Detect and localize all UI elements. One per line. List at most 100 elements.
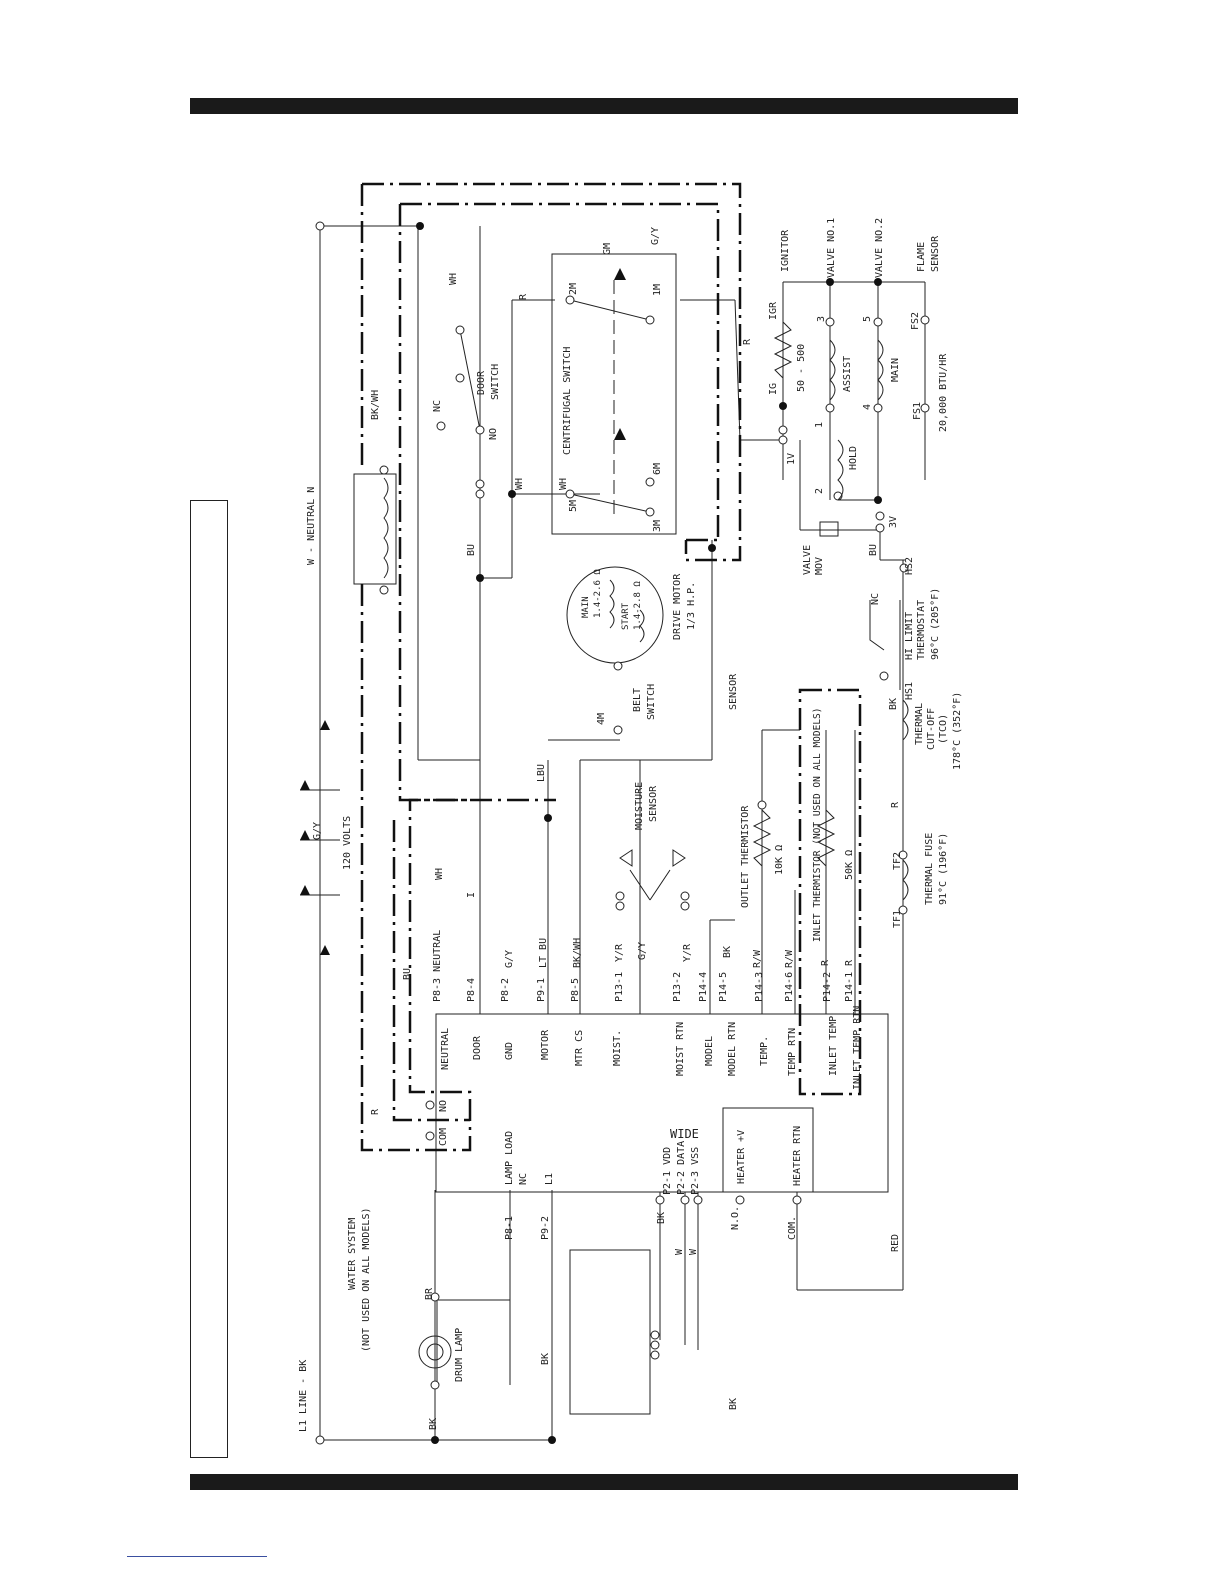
label-motor-main: MAIN (581, 596, 591, 618)
term-5m: 5M (568, 500, 579, 512)
wire-wh-3: WH (514, 478, 525, 490)
wire-r-3: R (370, 1108, 381, 1115)
label-no: NO (438, 1100, 449, 1112)
label-lamp-load: LAMP LOAD (504, 1131, 515, 1185)
pin-p13-2: P13-2 (672, 972, 683, 1002)
label-lamp-nc: NC (518, 1173, 529, 1185)
label-sensor: SENSOR (728, 673, 739, 710)
term-fs2: FS2 (910, 312, 921, 330)
label-door-switch-2: SWITCH (490, 364, 501, 400)
term-1v: 1V (786, 453, 797, 465)
wire-r-5: R (742, 338, 753, 345)
label-main: MAIN (890, 358, 901, 382)
label-inlet-temp: INLET TEMP (828, 1016, 839, 1076)
wire-bk-3: BK (428, 1418, 439, 1430)
control-board (435, 1013, 889, 1193)
thermal-fuse-symbol (902, 859, 909, 901)
label-hi-limit-2: THERMOSTAT (916, 600, 927, 660)
label-motor-main-ohm: 1.4-2.6 Ω (593, 569, 603, 618)
term-gm: GM (602, 243, 613, 255)
wire-bu-3: BU (868, 544, 879, 556)
label-120-volts: 120 VOLTS (342, 816, 353, 870)
term-1: 1 (814, 422, 825, 428)
label-motor-start-ohm: 1.4-2.8 Ω (633, 581, 643, 630)
label-water-system-1: WATER SYSTEM (347, 1218, 358, 1290)
centrifugal-switch-box (551, 253, 677, 535)
pin-p2-2: P2-2 DATA (676, 1141, 687, 1195)
label-belt-switch-1: BELT (632, 688, 643, 712)
pin-p9-2: P9-2 (540, 1216, 551, 1240)
label-tco-1: THERMAL (914, 703, 925, 745)
label-temp-rtn: TEMP RTN (787, 1028, 798, 1076)
pin-p8-4: P8-4 (466, 978, 477, 1002)
pin-p14-2: P14-2 (822, 972, 833, 1002)
wire-bu-2: BU (466, 544, 477, 556)
pin-p8-3: P8-3 NEUTRAL (432, 930, 443, 1002)
term-3m: 3M (652, 520, 663, 532)
wire-bk-4: BK (728, 1398, 739, 1410)
moisture-sensor-strips (619, 849, 686, 901)
heater-relay-box (722, 1107, 814, 1193)
pin-p14-1: P14-1 (844, 972, 855, 1002)
wire-yr-2: Y/R (682, 943, 693, 962)
inlet-thermistor-zigzag (816, 809, 836, 867)
label-temp: TEMP. (759, 1036, 770, 1066)
wire-bu-1: BU (402, 968, 413, 980)
term-hs1: HS1 (904, 682, 915, 700)
term-hs2: HS2 (904, 557, 915, 575)
label-drive-motor-2: 1/3 H.P. (686, 582, 697, 630)
inlet-thermistor-outline (798, 688, 862, 1096)
wire-gy-3: G/Y (312, 822, 323, 840)
label-gnd: GND (504, 1042, 515, 1060)
wire-w-1: W (674, 1248, 685, 1255)
term-2m: 2M (568, 283, 579, 295)
pin-p2-1: P2-1 VDD (662, 1147, 673, 1195)
label-hi-limit-1: HI LIMIT (904, 612, 915, 660)
label-hi-limit-3: 96°C (205°F) (930, 588, 941, 660)
label-outlet-thermistor: OUTLET THERMISTOR (740, 805, 751, 908)
label-drive-motor-1: DRIVE MOTOR (672, 573, 683, 640)
pin-p14-4: P14-4 (698, 972, 709, 1002)
label-inlet-thermistor: INLET THERMISTOR (NOT USED ON ALL MODELS… (812, 708, 823, 943)
label-thermal-fuse-temp: 91°C (196°F) (938, 833, 949, 905)
top-rule (190, 98, 1018, 114)
hold-coil (837, 439, 844, 501)
label-hold: HOLD (848, 446, 859, 470)
label-valve-mov-1: VALVE (802, 545, 813, 575)
wire-r-1: R (820, 959, 831, 966)
label-btu: 20,000 BTU/HR (938, 353, 949, 432)
label-moist-rtn: MOIST RTN (675, 1022, 686, 1076)
pin-p9-1: P9-1 (536, 978, 547, 1002)
term-wh: WH (558, 478, 569, 490)
label-valve2: VALVE NO.2 (874, 218, 885, 278)
wire-r-4: R (518, 293, 529, 300)
label-ignitor: IGNITOR (780, 229, 791, 272)
pin-p13-1: P13-1 (614, 972, 625, 1002)
label-heater-rtn: HEATER RTN (792, 1126, 803, 1186)
pin-p8-1: P8-1 (504, 1216, 515, 1240)
label-door-switch-1: DOOR (476, 370, 487, 395)
pin-labels: P8-3 NEUTRAL P8-4 P8-2 P9-1 P8-5 P13-1 P… (432, 930, 855, 1240)
wire-wh-2: WH (448, 273, 459, 285)
pin-p8-5: P8-5 (570, 978, 581, 1002)
label-valve-mov-2: MOV (814, 557, 825, 575)
wire-lt-bu: LT BU (538, 938, 549, 968)
wire-bk-6: BK (888, 698, 899, 710)
wire-labels: WH I G/Y LT BU BK/WH Y/R Y/R G/Y BK R/W … (298, 227, 901, 1432)
term-igr: IGR (768, 301, 779, 320)
wire-gy-4: G/Y (650, 227, 661, 245)
outlet-thermistor-zigzag (752, 809, 772, 867)
wire-gy-1: G/Y (504, 950, 515, 968)
wire-r-6: R (890, 801, 901, 808)
term-ig: IG (768, 383, 779, 395)
label-com-dot: COM. (787, 1216, 798, 1240)
pin-p14-3: P14-3 (754, 972, 765, 1002)
label-heater-v: HEATER +V (736, 1130, 747, 1184)
term-nc: NC (432, 400, 443, 412)
wire-rw-2: R/W (784, 949, 795, 968)
wire-wh-1: WH (434, 868, 445, 880)
term-4: 4 (862, 404, 873, 410)
tco-symbol (902, 699, 909, 741)
label-l1-line: L1 LINE - BK (298, 1360, 309, 1432)
